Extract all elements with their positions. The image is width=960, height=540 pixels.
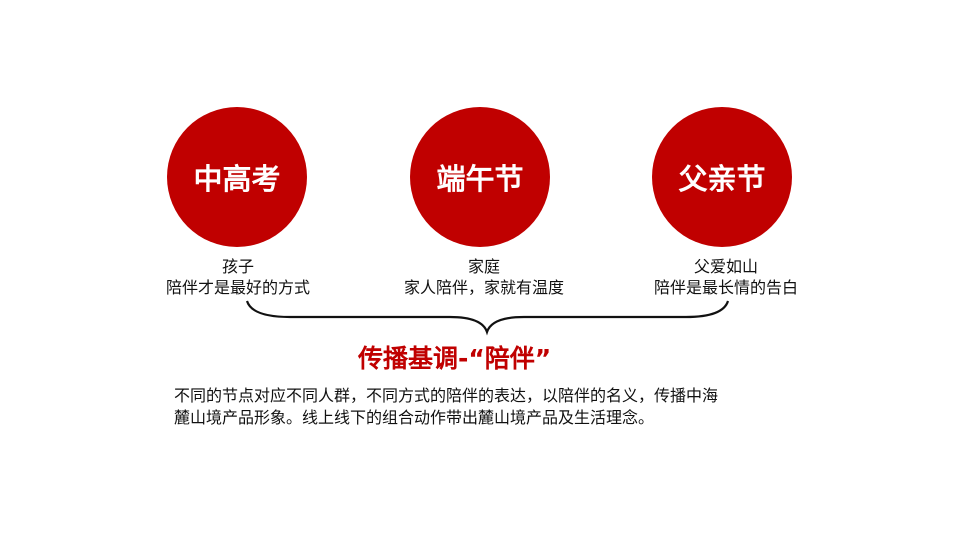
description-line-1: 不同的节点对应不同人群，不同方式的陪伴的表达，以陪伴的名义，传播中海 [174, 386, 719, 405]
node-label-dragon-boat: 家庭 家人陪伴，家就有温度 [374, 256, 594, 298]
node-tagline: 陪伴是最长情的告白 [653, 278, 798, 297]
node-circle-gaokao: 中高考 [167, 107, 307, 247]
node-title: 父亲节 [678, 162, 766, 196]
node-label-gaokao: 孩子 陪伴才是最好的方式 [128, 256, 348, 298]
node-circle-fathers-day: 父亲节 [652, 107, 792, 247]
node-audience: 家庭 [467, 257, 500, 276]
description-paragraph: 不同的节点对应不同人群，不同方式的陪伴的表达，以陪伴的名义，传播中海 麓山境产品… [174, 385, 814, 429]
node-label-fathers-day: 父爱如山 陪伴是最长情的告白 [616, 256, 836, 298]
node-tagline: 陪伴才是最好的方式 [165, 278, 310, 297]
node-title: 端午节 [436, 162, 524, 196]
theme-title: 传播基调-“陪伴” [358, 344, 552, 373]
description-line-2: 麓山境产品形象。线上线下的组合动作带出麓山境产品及生活理念。 [174, 408, 655, 427]
node-title: 中高考 [193, 162, 281, 196]
node-circle-dragon-boat: 端午节 [410, 107, 550, 247]
node-audience: 父爱如山 [693, 257, 758, 276]
node-audience: 孩子 [221, 257, 254, 276]
node-tagline: 家人陪伴，家就有温度 [403, 278, 564, 297]
